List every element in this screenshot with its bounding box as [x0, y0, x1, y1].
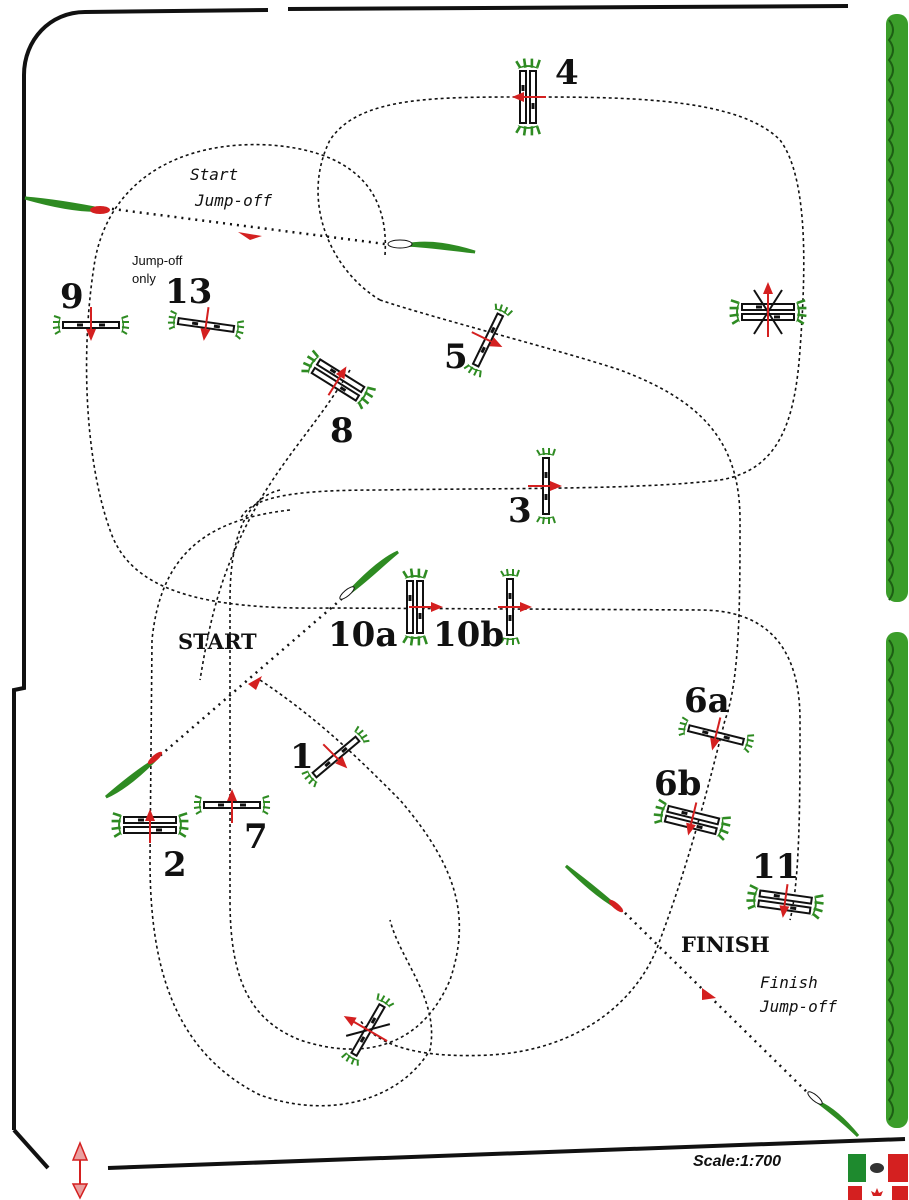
finish-flag-upper: [564, 864, 624, 913]
start-jumpoff-line1: Start: [190, 165, 238, 184]
start-jumpoff-flag-left: [24, 196, 110, 214]
spare-jump-upper: [730, 282, 807, 337]
start-jumpoff-line2: Jump-off: [194, 191, 272, 210]
jump-4-number: 4: [555, 53, 579, 93]
canada-flag-icon: [848, 1186, 908, 1200]
jump-9-number: 9: [60, 277, 84, 317]
jump-11-number: 11: [752, 847, 799, 887]
finish-jumpoff-line1: Finish: [760, 973, 818, 992]
jump-1-number: 1: [290, 737, 314, 777]
start-flag-upper: [339, 550, 399, 600]
spare-jump-lower: [325, 983, 406, 1074]
jumpoff-only-line2: only: [132, 271, 156, 286]
hedge-top: [886, 14, 908, 602]
jump-7-number: 7: [244, 817, 268, 857]
finish-jumpoff-line2: Jump-off: [759, 997, 837, 1016]
start-direction-icon: [248, 676, 262, 690]
jump-10b-number: 10b: [433, 615, 504, 655]
arena-boundary: [12, 4, 906, 1170]
start-finish-lines: [104, 206, 816, 1101]
start-jumpoff-direction-icon: [238, 232, 262, 240]
course-path: [85, 96, 805, 1107]
jump-2-number: 2: [163, 845, 187, 885]
jump-2: [112, 808, 189, 844]
double-arrow-icon: [71, 1141, 89, 1200]
jump-6a-number: 6a: [684, 681, 730, 721]
jump-8-number: 8: [330, 411, 354, 451]
finish-flag-lower: [807, 1091, 860, 1138]
scale-label: Scale:1:700: [693, 1153, 781, 1170]
mexico-flag-icon: [848, 1154, 908, 1182]
start-flag-lower: [105, 751, 163, 799]
hedge-bottom: [886, 632, 908, 1128]
start-jumpoff-flag-right: [387, 239, 476, 254]
jumpoff-only-line1: Jump-off: [132, 253, 183, 268]
jump-3-number: 3: [508, 491, 532, 531]
jump-10a-number: 10a: [328, 615, 397, 655]
jump-5-number: 5: [444, 337, 468, 377]
jump-6b-number: 6b: [654, 764, 701, 804]
finish-direction-icon: [702, 988, 716, 1000]
jump-8: [296, 346, 379, 416]
jump-3: [527, 448, 563, 524]
jump-13-number: 13: [165, 272, 212, 312]
start-label: START: [178, 629, 257, 654]
finish-label: FINISH: [681, 932, 770, 957]
jump-4: [511, 59, 547, 136]
